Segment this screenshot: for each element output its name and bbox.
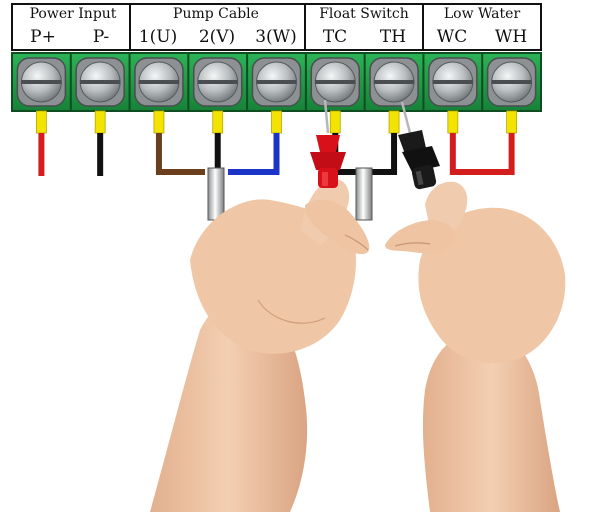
screw-slot: [138, 80, 179, 84]
terminal-p-minus: [69, 53, 125, 134]
screw-slot: [315, 80, 356, 84]
terminal-2v: [187, 53, 243, 134]
terminal-p-plus: [16, 57, 67, 134]
terminal-3w: [246, 53, 302, 134]
screw-slot: [80, 80, 121, 84]
wire-ferrule: [329, 110, 341, 134]
wire-ferrule: [447, 110, 459, 134]
wire-ferrule: [94, 110, 106, 134]
screw-slot: [197, 80, 238, 84]
wire-ferrule: [506, 110, 518, 134]
pump-cable-sleeve: [207, 167, 225, 221]
red-probe: [310, 99, 346, 188]
wire-ferrule: [388, 110, 400, 134]
wire-low-water-jumper: [449, 133, 515, 175]
screw-slot: [432, 80, 473, 84]
black-probe: [398, 101, 440, 190]
wire-pump-w: [228, 133, 280, 175]
wire-pump-u: [155, 133, 205, 175]
header-label-box: [11, 3, 542, 51]
screw-slot: [491, 80, 532, 84]
screw-slot: [374, 80, 415, 84]
wire-ferrule: [212, 110, 224, 134]
terminal-1u: [128, 53, 184, 134]
terminal-wh: [481, 53, 537, 134]
float-switch-cable-sleeve: [355, 167, 373, 221]
wire-ferrule: [35, 110, 47, 134]
terminal-th: [363, 53, 419, 134]
terminal-wc: [422, 53, 478, 134]
right-hand: [385, 181, 566, 512]
terminal-block: [11, 52, 542, 134]
screw-slot: [21, 80, 62, 84]
wire-ferrule: [153, 110, 165, 134]
wire-ferrule: [271, 110, 282, 134]
wire-float-th: [360, 133, 398, 175]
terminal-tc: [304, 53, 361, 134]
left-hand: [150, 179, 370, 512]
screw-slot: [256, 80, 297, 84]
